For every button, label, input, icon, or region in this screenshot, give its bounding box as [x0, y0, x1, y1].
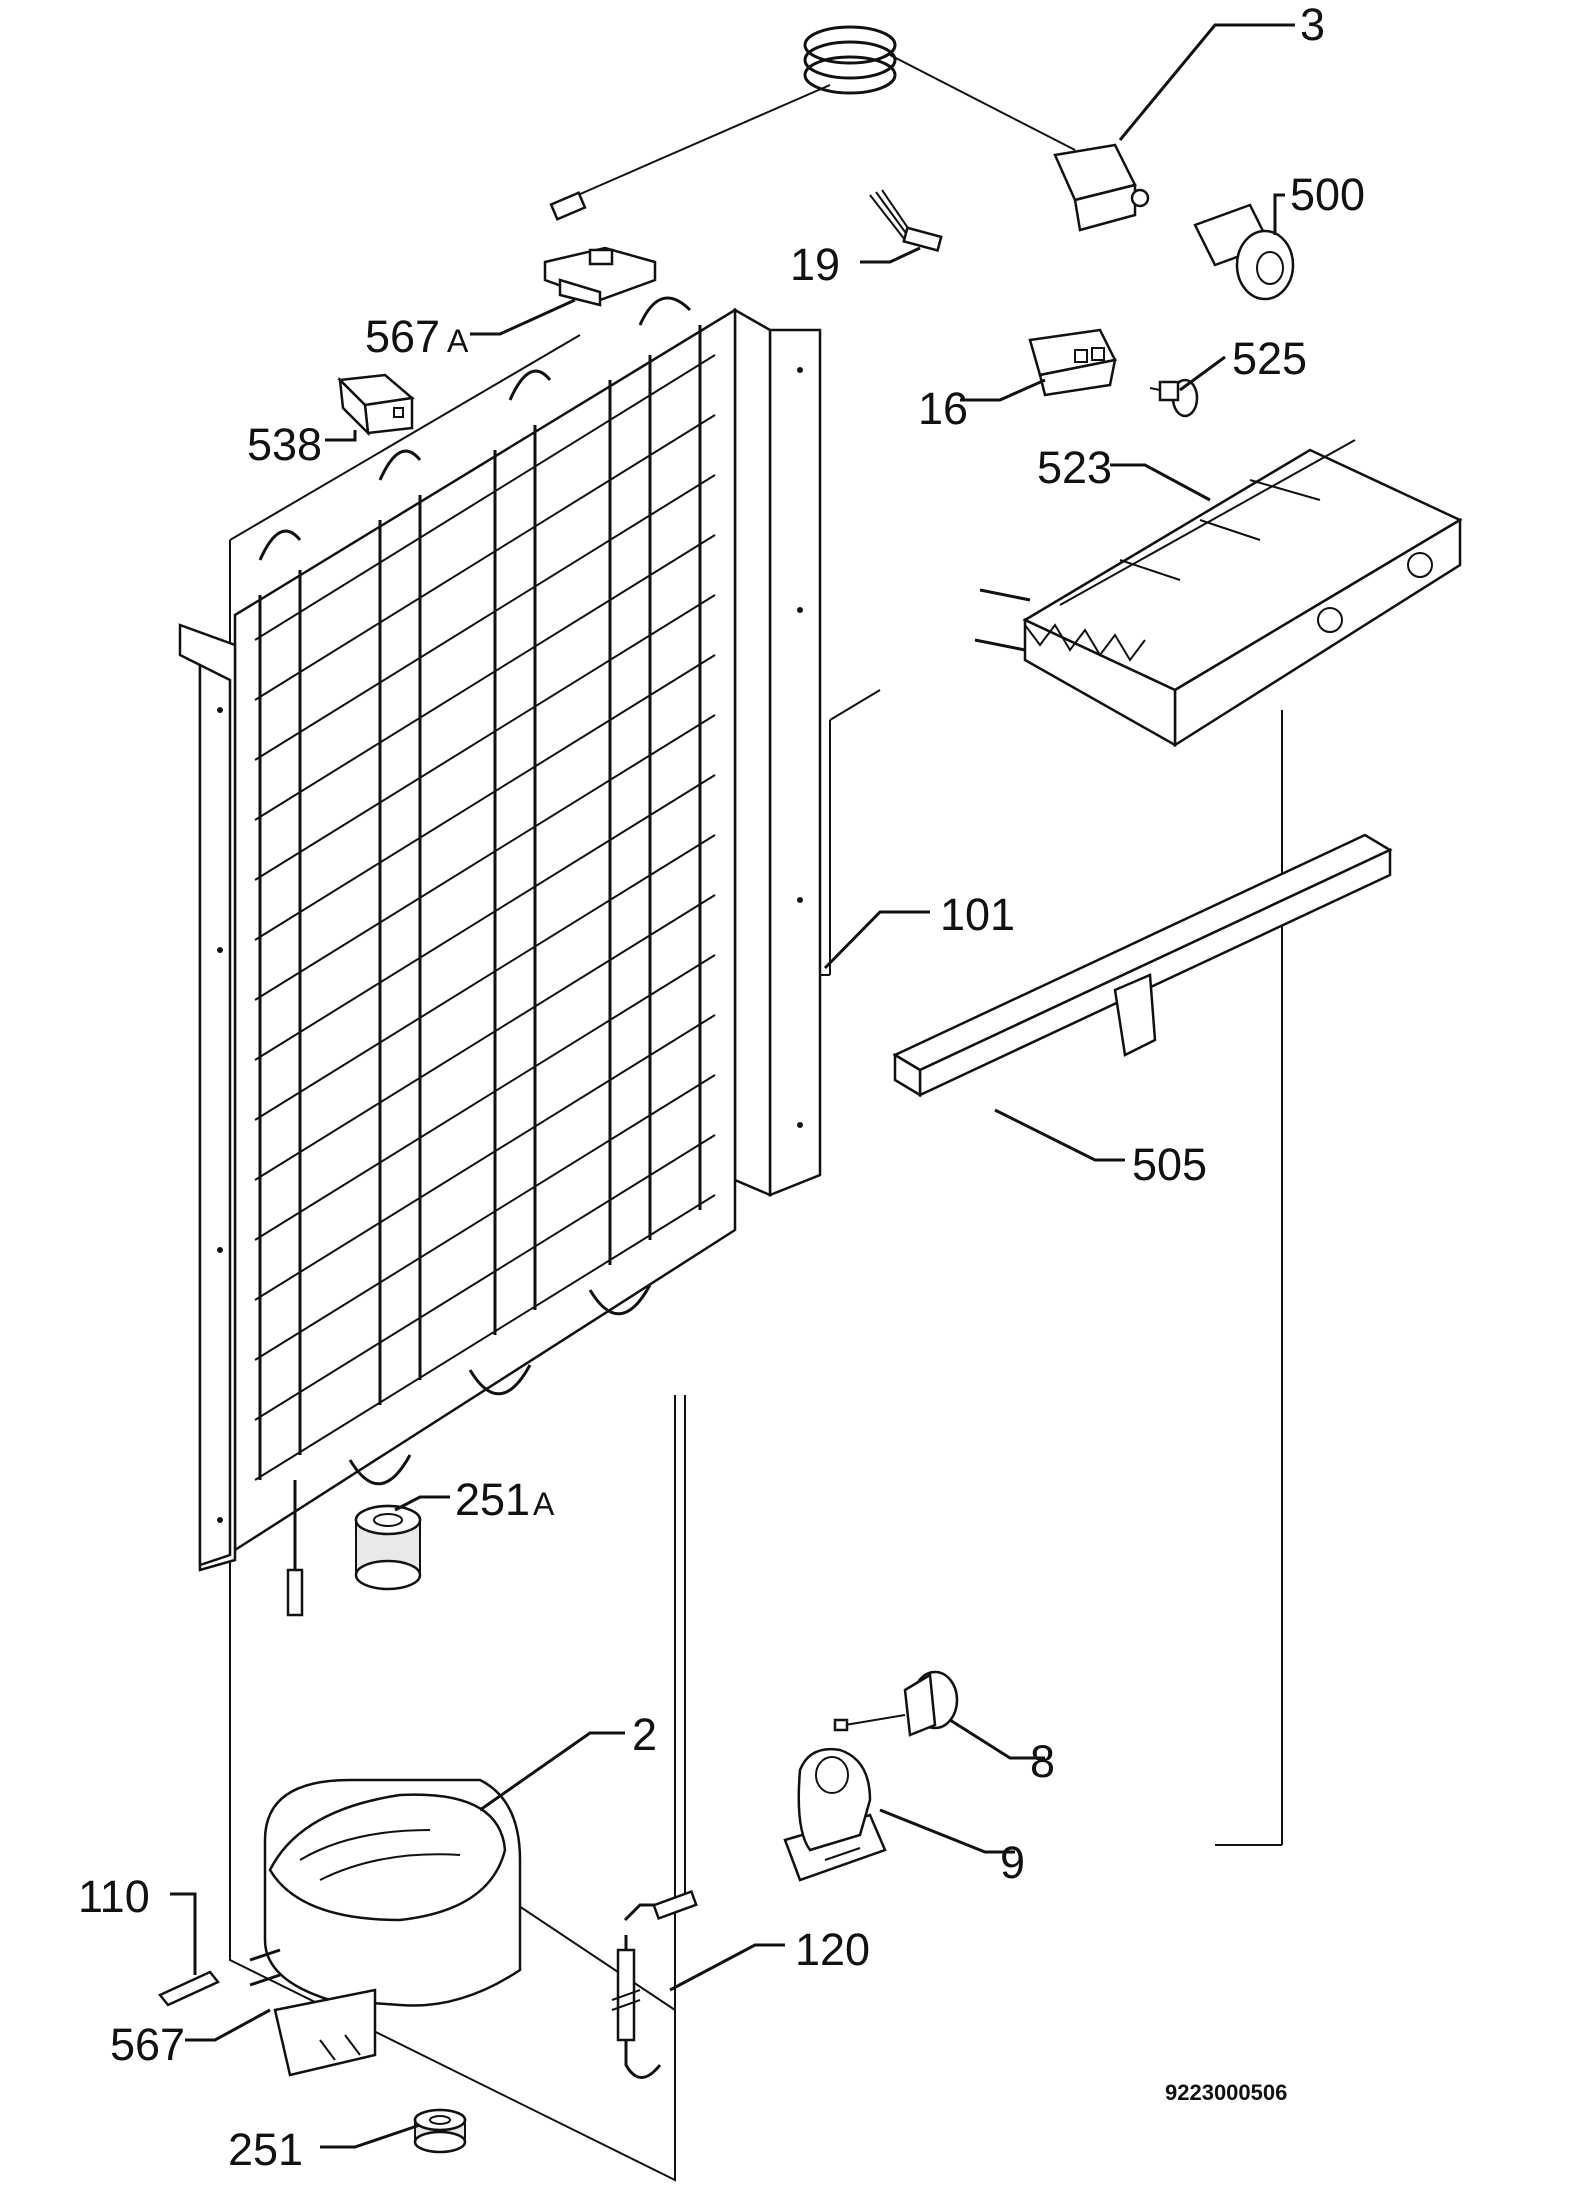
label-525: 525 — [1232, 333, 1307, 384]
label-567a-suffix: A — [447, 323, 469, 359]
rubber-sleeve — [354, 1504, 422, 1591]
document-number: 9223000506 — [1165, 2080, 1287, 2105]
label-251: 251 — [228, 2124, 303, 2175]
condenser — [178, 296, 822, 1617]
label-567a: 567 — [365, 311, 440, 362]
label-9: 9 — [1000, 1837, 1025, 1888]
leader-lines — [170, 23, 1295, 2149]
label-110: 110 — [78, 1871, 150, 1922]
lamp-bulb — [1149, 378, 1199, 418]
starting-relay — [783, 1747, 887, 1882]
label-523: 523 — [1037, 442, 1112, 493]
label-538: 538 — [247, 419, 322, 470]
label-251a-suffix: A — [533, 1486, 555, 1522]
label-500: 500 — [1290, 169, 1365, 220]
switch — [1028, 328, 1117, 397]
cable-connector — [869, 189, 943, 252]
small-block — [337, 373, 415, 437]
label-19: 19 — [790, 239, 840, 290]
thermostat-knob — [1193, 203, 1295, 301]
label-101: 101 — [940, 889, 1015, 940]
lamp-housing — [974, 439, 1463, 748]
label-2: 2 — [632, 1709, 657, 1760]
pin — [158, 1970, 220, 2007]
label-8: 8 — [1030, 1736, 1055, 1787]
label-567: 567 — [110, 2019, 185, 2070]
grommet — [413, 2108, 467, 2154]
thermostat — [549, 25, 1150, 232]
condenser-fins — [254, 354, 716, 1481]
condenser-tubes — [258, 296, 702, 1617]
label-3: 3 — [1300, 0, 1325, 50]
compressor — [249, 1778, 522, 2077]
cross-bar — [892, 833, 1393, 1098]
label-120: 120 — [795, 1924, 870, 1975]
callout-labels: 3 500 19 567 A 16 525 538 523 101 505 25… — [78, 0, 1365, 2175]
label-505: 505 — [1132, 1139, 1207, 1190]
lamp-holder-clip — [543, 246, 657, 307]
filter-drier — [611, 1889, 698, 2079]
label-16: 16 — [918, 383, 968, 434]
label-251a: 251 — [455, 1474, 530, 1525]
overload-protector — [833, 1670, 959, 1737]
